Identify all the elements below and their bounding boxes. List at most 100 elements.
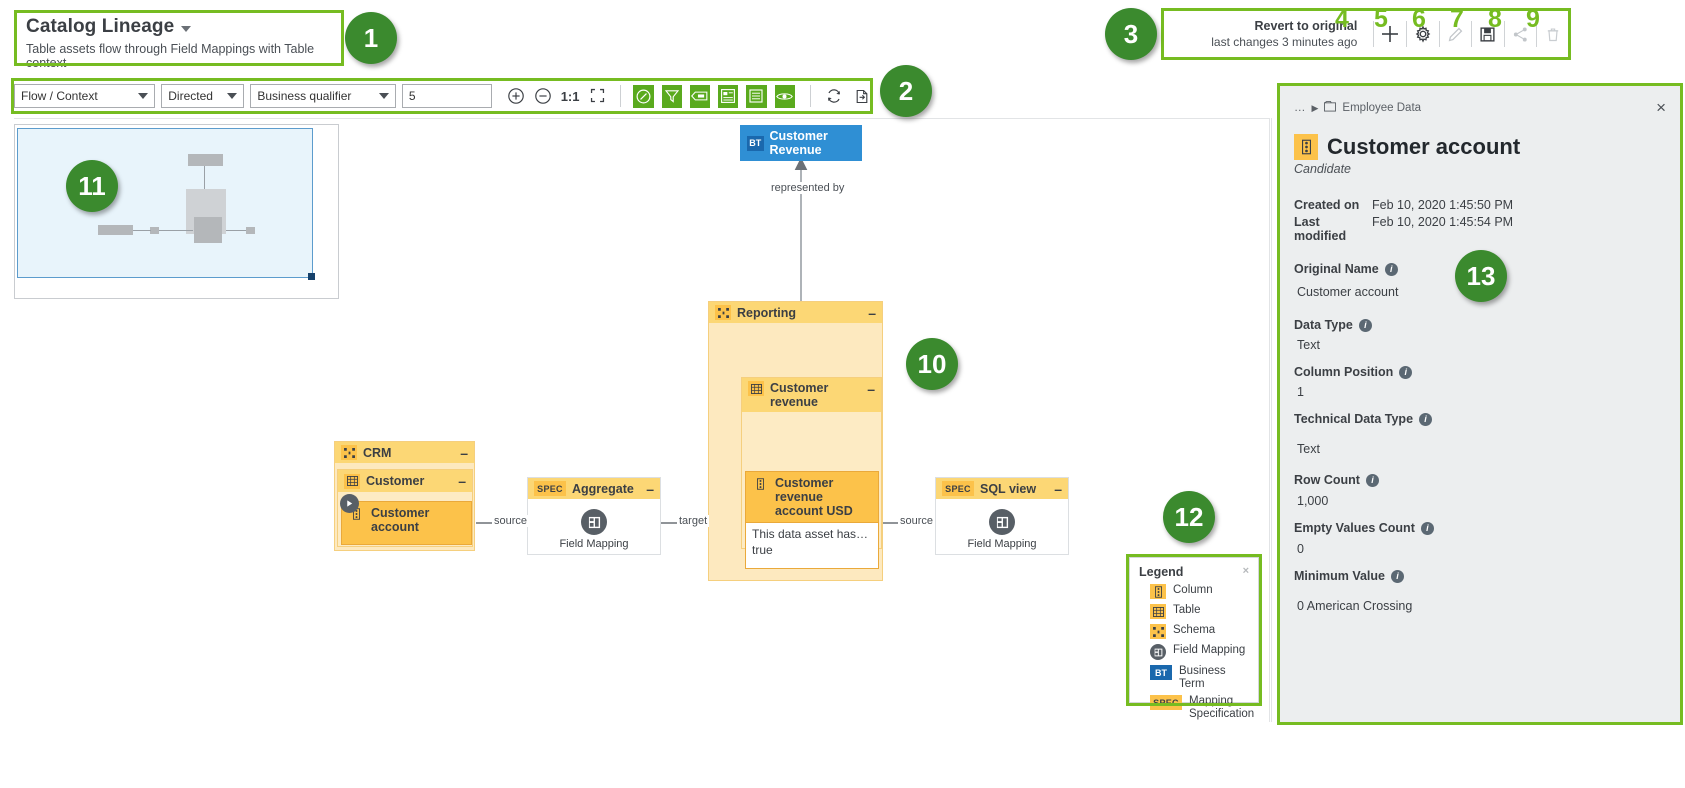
depth-input[interactable]: 5: [401, 84, 492, 108]
collapse-icon[interactable]: –: [460, 444, 468, 461]
spec-node-label: SQL view: [980, 481, 1037, 496]
spec-node-header[interactable]: SPEC SQL view –: [936, 478, 1068, 499]
spec-node-label: Aggregate: [572, 481, 634, 496]
field-label: Data Type: [1294, 318, 1353, 332]
schema-group-header[interactable]: CRM –: [335, 442, 474, 463]
add-icon[interactable]: [1374, 19, 1406, 49]
qualifier-select[interactable]: Business qualifier: [250, 84, 396, 108]
collapse-icon[interactable]: –: [1054, 480, 1062, 497]
schema-icon: [715, 305, 731, 320]
edge-label-source-2: source: [898, 515, 936, 527]
layout-icon[interactable]: [718, 84, 739, 108]
callout-6: 6: [1412, 5, 1426, 33]
collapse-icon[interactable]: –: [867, 381, 875, 397]
field-mapping-icon[interactable]: [989, 509, 1015, 535]
export-icon[interactable]: [851, 84, 873, 108]
minimap-node: [194, 217, 222, 243]
refresh-icon[interactable]: [823, 84, 844, 108]
list-view-icon[interactable]: [746, 84, 767, 108]
info-icon[interactable]: i: [1399, 365, 1413, 379]
legend-title: Legend: [1139, 565, 1184, 579]
divider: [1471, 21, 1473, 47]
schema-group-header[interactable]: Reporting –: [709, 302, 882, 323]
expand-play-icon[interactable]: [340, 494, 359, 513]
minimap-node: [188, 154, 223, 166]
info-icon[interactable]: i: [1358, 318, 1372, 332]
legend-item-business-term: BT Business Term: [1150, 665, 1249, 690]
created-on-label: Created on: [1294, 198, 1360, 212]
info-icon[interactable]: i: [1384, 262, 1398, 276]
revert-to-original-label[interactable]: Revert to original: [1254, 19, 1358, 33]
legend-label: Column: [1173, 584, 1213, 596]
breadcrumb-ellipsis[interactable]: …: [1294, 102, 1306, 114]
asset-details-panel[interactable]: … ▶ Employee Data × Customer account Can…: [1280, 86, 1680, 722]
zoom-reset-button[interactable]: 1:1: [560, 88, 580, 104]
delete-trash-icon[interactable]: [1537, 19, 1569, 49]
minimap-node: [98, 225, 133, 235]
collapse-icon[interactable]: –: [868, 304, 876, 321]
column-node-header[interactable]: Customer account: [342, 502, 471, 538]
callout-7: 7: [1450, 5, 1464, 33]
chevron-down-icon: [227, 93, 238, 99]
zoom-out-icon[interactable]: [534, 87, 552, 105]
close-icon[interactable]: ×: [1242, 565, 1249, 577]
scope-select[interactable]: Flow / Context: [14, 84, 156, 108]
column-node-customer-account[interactable]: Customer account: [341, 501, 472, 545]
compass-icon[interactable]: [633, 84, 654, 108]
asset-state: Candidate: [1294, 162, 1351, 176]
column-node-header[interactable]: Customer revenue account USD: [746, 472, 878, 522]
callout-3: 3: [1105, 8, 1157, 60]
column-node-customer-revenue-account-usd[interactable]: Customer revenue account USD: [745, 471, 879, 523]
settings-gear-icon[interactable]: [1407, 19, 1439, 49]
field-value: Text: [1297, 442, 1320, 456]
chevron-right-icon[interactable]: ▶: [1311, 102, 1319, 113]
fit-to-screen-icon[interactable]: [589, 87, 607, 105]
collapse-icon[interactable]: –: [458, 473, 466, 489]
collapse-icon[interactable]: –: [646, 480, 654, 497]
spec-badge: SPEC: [942, 481, 974, 496]
spec-node-sql-view[interactable]: SPEC SQL view – Field Mapping: [935, 477, 1069, 555]
page-subtitle: Table assets flow through Field Mappings…: [26, 42, 315, 70]
filter-funnel-icon[interactable]: [661, 84, 682, 108]
info-icon[interactable]: i: [1420, 521, 1434, 535]
overview-minimap[interactable]: [14, 124, 339, 299]
edge-label-target-1: target: [677, 515, 710, 527]
asset-title: Customer account: [1327, 134, 1521, 159]
breadcrumb-item[interactable]: Employee Data: [1342, 102, 1422, 114]
minimap-resize-handle[interactable]: [308, 273, 315, 280]
callout-8: 8: [1488, 5, 1502, 33]
field-label: Original Name: [1294, 262, 1379, 276]
table-node-header[interactable]: Customer revenue –: [742, 378, 881, 412]
revert-action-bar: Revert to original last changes 3 minute…: [1161, 10, 1569, 58]
direction-select[interactable]: Directed: [161, 84, 245, 108]
save-floppy-icon[interactable]: [1472, 19, 1504, 49]
graph-toolbar: Flow / Context Directed Business qualifi…: [14, 81, 874, 111]
spec-node-header[interactable]: SPEC Aggregate –: [528, 478, 660, 499]
business-term-node[interactable]: BT Customer Revenue: [740, 125, 862, 161]
schema-icon: [1150, 624, 1166, 639]
caret-down-icon[interactable]: [181, 26, 192, 32]
last-modified-label: Last modified: [1294, 215, 1347, 243]
spec-node-aggregate[interactable]: SPEC Aggregate – Field Mapping: [527, 477, 661, 555]
table-node-header[interactable]: Customer –: [338, 470, 472, 492]
share-icon[interactable]: [1505, 19, 1537, 49]
zoom-in-icon[interactable]: [507, 87, 525, 105]
label-tag-icon[interactable]: [689, 84, 711, 108]
close-icon[interactable]: ×: [1656, 98, 1666, 117]
info-icon[interactable]: i: [1365, 473, 1379, 487]
schema-group-label: CRM: [363, 445, 392, 460]
callout-1: 1: [345, 12, 397, 64]
minimap-viewport[interactable]: [17, 128, 315, 280]
legend-panel[interactable]: Legend × Column Table Schema Field Map: [1129, 557, 1259, 720]
info-icon[interactable]: i: [1391, 569, 1404, 583]
legend-label: Table: [1173, 604, 1201, 616]
eye-visibility-icon[interactable]: [774, 84, 795, 108]
edit-pencil-icon[interactable]: [1439, 19, 1471, 49]
info-icon[interactable]: i: [1419, 412, 1433, 426]
callout-12: 12: [1163, 491, 1215, 543]
column-icon: [752, 476, 768, 491]
legend-item-table: Table: [1150, 604, 1249, 619]
field-mapping-label: Field Mapping: [967, 538, 1037, 550]
field-mapping-icon[interactable]: [581, 509, 607, 535]
